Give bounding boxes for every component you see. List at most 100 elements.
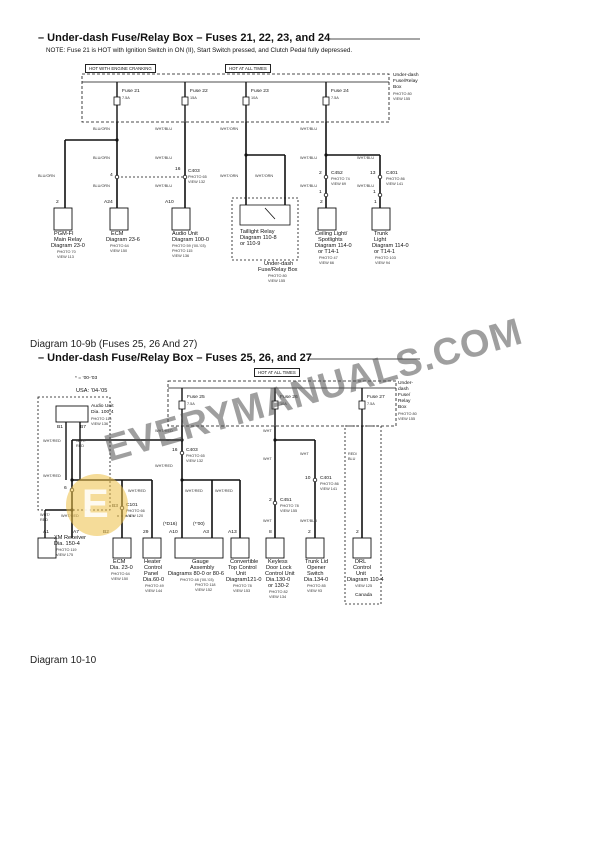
fuse-23-label: Fuse 23 — [251, 89, 269, 94]
audio-unit-2-label-1: Audio Unit — [91, 404, 114, 409]
wire-whtorn-1: WHT/ORN — [220, 127, 239, 131]
wire-whtblu-3: WHT/BLU — [155, 156, 173, 160]
ecm-d2-label-2: Dia. 23-0 — [110, 565, 133, 571]
audio-label-1: Audio Unit — [172, 231, 198, 237]
wire-whtblu-1: WHT/BLU — [155, 127, 173, 131]
fuse-27-amp: 7.5A — [367, 402, 375, 406]
drl-label-3: Unit — [356, 571, 366, 577]
connector-c101-view: VIEW 120 — [126, 514, 144, 518]
connector-c452-view: VIEW 69 — [331, 182, 346, 186]
wire-whtorn-3: WHT/ORN — [255, 174, 274, 178]
fuse-box-2-label-4: Relay — [398, 399, 411, 404]
pin-13: 13 — [370, 171, 376, 176]
wire-whtblu-8: WHT/BLU — [357, 184, 375, 188]
ufrb-view: VIEW 155 — [268, 279, 286, 283]
pin-b1: B1 — [57, 425, 63, 430]
pin-a10-d2: A10 — [169, 530, 178, 535]
connector-c101: C101 — [126, 503, 138, 508]
taillight-label-2: Diagram 110-8 — [240, 235, 277, 241]
pgm-fi-label-2: Main Relay — [54, 237, 82, 243]
connector-c451-photo: PHOTO 78 — [280, 504, 299, 508]
fuse-22-amp: 15A — [190, 96, 197, 100]
pin-2b-d2: 2 — [308, 530, 311, 535]
gauge-label-1: Gauge — [192, 559, 209, 565]
fuse-box-label-1: Under-dash — [393, 73, 419, 78]
pin-1: 1 — [319, 190, 322, 195]
wire-d2-redblu-2: BLU — [348, 457, 356, 461]
heater-label-1: Heater — [144, 559, 161, 565]
fuse-22-label: Fuse 22 — [190, 89, 208, 94]
audio-photo-2: PHOTO 115 — [172, 249, 193, 253]
wire-d2-whtred-1: WHT/RED — [155, 429, 173, 433]
keyless-label-5: or 130-2 — [268, 583, 289, 589]
wire-d2-whtred-12: RED — [40, 518, 49, 522]
fuse-21-amp: 7.5A — [122, 96, 130, 100]
hot-at-all-times-label: HOT AT ALL TIMES — [225, 64, 271, 73]
xm-label-2: Dia. 150-4 — [54, 541, 80, 547]
ceiling-label-4: or T14-1 — [318, 249, 340, 255]
diagram-1-title: – Under-dash Fuse/Relay Box – Fuses 21, … — [38, 32, 331, 44]
heater-view: VIEW 144 — [145, 589, 163, 593]
gauge-label-2: Assembly — [190, 565, 215, 571]
trunklid-photo: PHOTO 85 — [307, 584, 326, 588]
fuse-23-amp: 10A — [251, 96, 258, 100]
conv-label-1: Convertible — [230, 559, 259, 565]
taillight-label-1: Taillight Relay — [240, 229, 275, 235]
connector-c401-photo: PHOTO 86 — [386, 177, 405, 181]
hot-with-engine-cranking-label: HOT WITH ENGINE CRANKING — [85, 64, 156, 73]
ceiling-label-1: Ceiling Light/ — [315, 231, 348, 237]
gauge-photo-1: PHOTO 48 (’00-’03) — [180, 578, 214, 582]
wire-d2-whtred-2: WHT/RED — [43, 439, 61, 443]
hot-at-all-times-label-2: HOT AT ALL TIMES — [254, 368, 300, 377]
pin-a3: A3 — [203, 530, 209, 535]
wire-whtorn-2: WHT/ORN — [220, 174, 239, 178]
gauge-label-3: Diagrams 80-0 or 80-6 — [168, 571, 224, 577]
wire-whtblu-2: WHT/BLU — [300, 127, 318, 131]
keyless-photo: PHOTO 82 — [269, 590, 288, 594]
trunklid-label-1: Trunk Lid — [305, 559, 329, 565]
wire-d2-whtred-8: WHT/RED — [185, 489, 203, 493]
pgm-fi-photo: PHOTO 70 — [57, 250, 76, 254]
ceiling-label-3: Diagram 114-0 — [315, 243, 352, 249]
drl-label-1: DRL — [355, 559, 367, 565]
audio-unit-2-label-2: Dia. 100-4 — [91, 410, 114, 415]
connector-c101-photo: PHOTO 66 — [126, 509, 145, 513]
wire-d2-wht-2: WHT — [263, 457, 272, 461]
wire-d2-wht-1: WHT — [263, 429, 272, 433]
fuse-21-label: Fuse 21 — [122, 89, 140, 94]
ceiling-photo: PHOTO 47 — [319, 256, 338, 260]
wire-d2-whtred-7: WHT/RED — [128, 489, 146, 493]
pin-2: 2 — [319, 171, 322, 176]
trunklid-label-4: Dia.134-0 — [304, 577, 329, 583]
fuse-box-2-label-2: dash — [398, 387, 409, 392]
audio-unit-2-photo: PHOTO 115 — [91, 417, 112, 421]
pgm-fi-label-1: PGM-FI — [54, 231, 74, 237]
diagram-1-note: NOTE: Fuse 21 is HOT with Ignition Switc… — [46, 47, 353, 54]
trunk-label-2: Light — [374, 237, 387, 243]
wire-d2-whtred-5: WHT/RED — [155, 464, 173, 468]
connector-c401-d2-photo: PHOTO 86 — [320, 482, 339, 486]
wire-whtblu-6: WHT/BLU — [155, 184, 173, 188]
wire-d2-redblu-1: RED/ — [348, 452, 358, 456]
watermark-logo: E — [66, 474, 128, 536]
connector-c403-d2-view: VIEW 132 — [186, 459, 204, 463]
ecm-photo: PHOTO 64 — [110, 244, 129, 248]
xm-label-1: XM Receiver — [54, 535, 87, 541]
trunk-view: VIEW 94 — [375, 261, 390, 265]
wire-bluorn-1: BLU/ORN — [93, 127, 110, 131]
connector-c452-photo: PHOTO 74 — [331, 177, 350, 181]
ecm-d2-photo: PHOTO 64 — [111, 572, 130, 576]
heater-label-3: Panel — [144, 571, 159, 577]
trunk-label-1: Trunk — [374, 231, 389, 237]
keyless-label-1: Keyless — [268, 559, 288, 565]
conv-label-4: Diagram121-0 — [226, 577, 262, 583]
wire-bluorn-3: BLU/ORN — [38, 174, 55, 178]
xm-photo: PHOTO 119 — [56, 548, 77, 552]
wire-d2-whtred-4: RED — [76, 444, 85, 448]
wire-d2-whtblu: WHT/BLU — [300, 519, 318, 523]
wire-d2-whtred-11: WHT/ — [40, 513, 50, 517]
trunklid-label-3: Switch — [307, 571, 324, 577]
gauge-photo-2: PHOTO 118 — [195, 583, 216, 587]
fuse-box-2-label-3: Fuse/ — [398, 393, 411, 398]
